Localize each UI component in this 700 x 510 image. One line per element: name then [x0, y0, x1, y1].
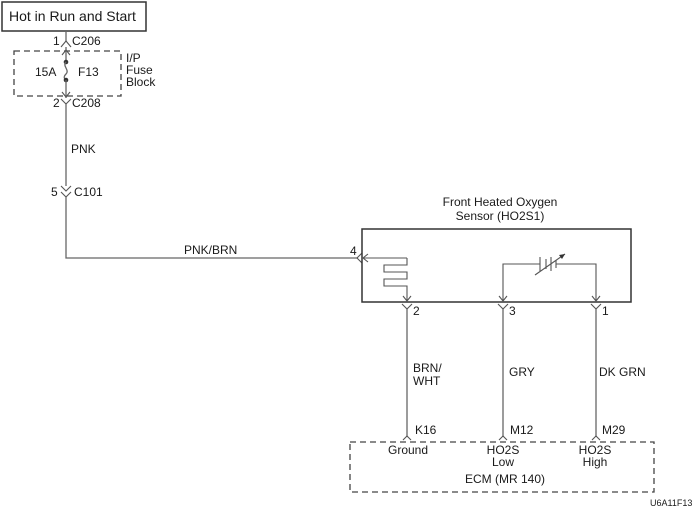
fuse-arrow-bottom-icon — [61, 91, 71, 98]
fuse-name: F13 — [78, 65, 99, 79]
sensor-pin-3: 3 — [509, 304, 516, 318]
ecm-ho2s-high-line1: HO2S — [578, 443, 612, 457]
connector-pin1-icon — [590, 303, 602, 310]
sensor-pin-2: 2 — [413, 304, 420, 318]
heater-out-arrow-icon — [402, 295, 412, 302]
connector-c101-label: C101 — [74, 185, 103, 199]
fuse-top-pin: 1 — [53, 34, 60, 48]
wire-label-brn-wht-1: BRN/ — [413, 361, 442, 375]
variable-arrow-icon — [534, 253, 566, 276]
ecm-ho2s-low-line2: Low — [491, 455, 514, 469]
connector-c206-icon — [60, 40, 72, 48]
sensor-title-line2: Sensor (HO2S1) — [455, 209, 545, 223]
ecm-ho2s-high-line2: High — [582, 455, 608, 469]
wire-label-gry: GRY — [509, 365, 535, 379]
title-box — [1, 1, 147, 32]
ecm-ground-label: Ground — [387, 443, 429, 457]
fuse-rating: 15A — [35, 65, 57, 79]
terminal-k16-icon — [402, 435, 412, 441]
fuse-bottom-pin: 2 — [53, 96, 60, 110]
connector-c208-icon — [60, 98, 72, 105]
ecm-name: ECM (MR 140) — [464, 472, 545, 486]
terminal-m29-label: M29 — [602, 423, 626, 437]
connector-pin4-icon — [356, 252, 363, 264]
title-label: Hot in Run and Start — [9, 8, 136, 24]
wire-label-pnk-brn: PNK/BRN — [184, 243, 238, 257]
connector-c208-label: C208 — [72, 96, 101, 110]
terminal-m12-icon — [498, 435, 508, 441]
wire-label-brn-wht-2: WHT — [413, 374, 441, 388]
sensor-lead-low — [502, 263, 540, 302]
pin1-arrow-icon — [591, 295, 601, 302]
wire-pnk-brn — [65, 197, 358, 259]
fuse-block-label-2: Fuse — [126, 63, 153, 77]
ecm-ho2s-low-line1: HO2S — [486, 443, 520, 457]
fuse-arrow-top-icon — [61, 49, 71, 56]
c101-pin: 5 — [51, 185, 58, 199]
heater-arrow-icon — [362, 253, 369, 263]
connector-pin3-icon — [497, 303, 509, 310]
sensor-lead-high — [556, 263, 597, 302]
sensor-box — [361, 228, 632, 303]
fuse-block-outline — [13, 50, 122, 97]
connector-c206-label: C206 — [72, 34, 101, 48]
wire-label-dk-grn: DK GRN — [599, 365, 646, 379]
sensor-title-line1: Front Heated Oxygen — [442, 195, 558, 209]
pin3-arrow-icon — [498, 295, 508, 302]
connector-c101-icon — [60, 185, 72, 192]
heater-element-icon — [383, 258, 408, 293]
fuse-block-label-3: Block — [126, 75, 156, 89]
variable-arrowhead-icon — [559, 254, 565, 259]
ecm-outline — [349, 441, 655, 493]
connector-pin2-icon — [401, 303, 413, 310]
terminal-k16-label: K16 — [415, 423, 437, 437]
terminal-m29-icon — [591, 435, 601, 441]
connector-c101-icon-2 — [60, 191, 72, 198]
sensor-pin-1: 1 — [602, 304, 609, 318]
fuse-element-icon — [63, 61, 68, 81]
fuse-block-label-1: I/P — [126, 51, 141, 65]
sensor-pin-4: 4 — [350, 244, 357, 258]
figure-id: U6A11F13 — [650, 498, 693, 508]
terminal-m12-label: M12 — [510, 423, 534, 437]
wire-label-pnk: PNK — [71, 142, 96, 156]
